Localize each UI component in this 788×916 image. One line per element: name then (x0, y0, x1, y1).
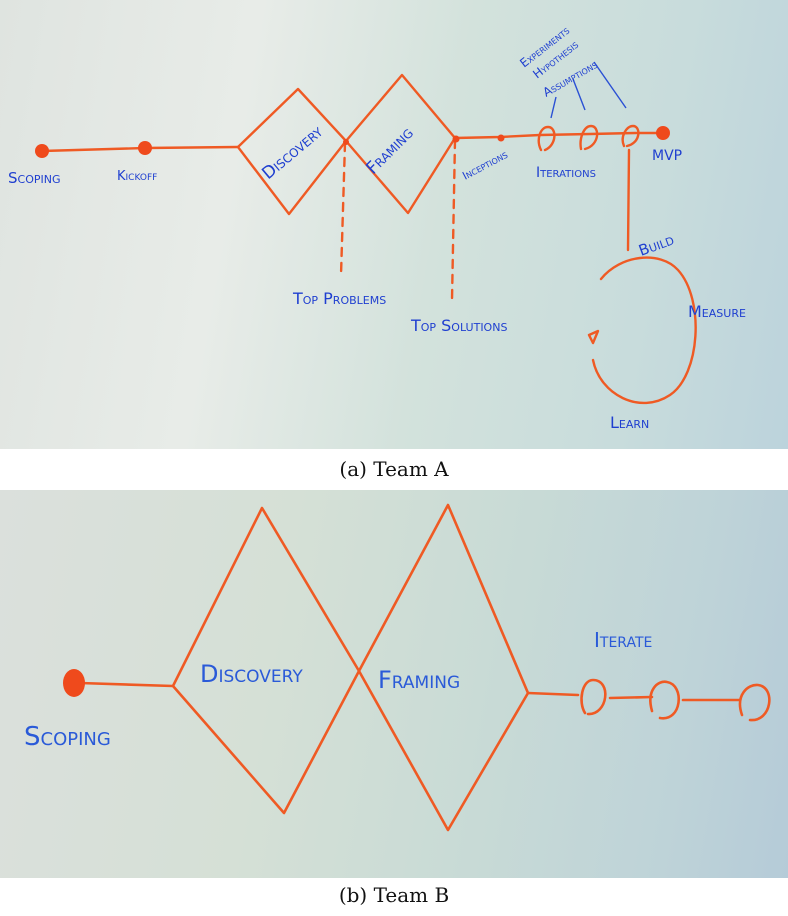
kickoff-milestone-dot (138, 141, 152, 155)
iteration-loop-icon (621, 124, 640, 148)
inceptions-label: Inceptions (460, 148, 510, 183)
iteration-loop-icon (738, 683, 771, 722)
inceptions-milestone-dot (497, 134, 505, 142)
diamond-junction-dot (343, 139, 349, 145)
discovery-label: Discovery (200, 660, 303, 688)
top-problems-dashed-line (339, 141, 347, 277)
team-b-caption: (b) Team B (338, 883, 450, 907)
experiments-arrow (550, 96, 557, 119)
framing-end-dot (452, 135, 460, 143)
mvp-milestone-dot (656, 126, 670, 140)
scoping-label: Scoping (24, 722, 111, 752)
build-measure-learn-cycle (591, 256, 697, 405)
learn-label: Learn (610, 413, 649, 432)
scoping-to-discovery-line (78, 681, 175, 688)
team-a-caption: (a) Team A (339, 457, 449, 481)
assumptions-arrow (593, 61, 627, 109)
hypothesis-arrow (572, 78, 586, 111)
scoping-milestone-dot (35, 144, 49, 158)
scoping-label: Scoping (8, 169, 61, 187)
team-b-whiteboard-photo: Scoping Discovery Framing Iterate (0, 490, 788, 878)
discovery-label: Discovery (258, 121, 327, 183)
iteration-loop-icon (580, 678, 607, 716)
cycle-arrowhead-icon (587, 329, 600, 345)
framing-to-iterate-line (526, 691, 580, 697)
scoping-milestone-dot (63, 669, 85, 697)
iterations-label: Iterations (536, 165, 596, 181)
framing-label: Framing (378, 666, 460, 694)
build-label: Build (636, 230, 676, 259)
framing-label: Framing (362, 123, 417, 178)
top-solutions-dashed-line (450, 138, 457, 302)
team-a-diagram: Scoping Kickoff Discovery Framing Incept… (8, 23, 746, 432)
iteration-loop-icon (537, 125, 556, 152)
timeline-line-iterations (453, 131, 664, 140)
iteration-loop-icon (649, 680, 681, 720)
team-a-whiteboard-photo: Scoping Kickoff Discovery Framing Incept… (0, 0, 788, 449)
iterate-label: Iterate (594, 628, 652, 652)
measure-label: Measure (688, 302, 746, 321)
top-problems-label: Top Problems (292, 289, 386, 308)
kickoff-label: Kickoff (117, 169, 157, 184)
top-solutions-label: Top Solutions (410, 316, 507, 335)
iteration-loop-icon (579, 124, 599, 151)
iteration-connector-line (608, 695, 654, 700)
mvp-to-cycle-line (626, 148, 631, 252)
team-b-diagram: Scoping Discovery Framing Iterate (24, 503, 771, 832)
mvp-label: MVP (652, 148, 682, 164)
